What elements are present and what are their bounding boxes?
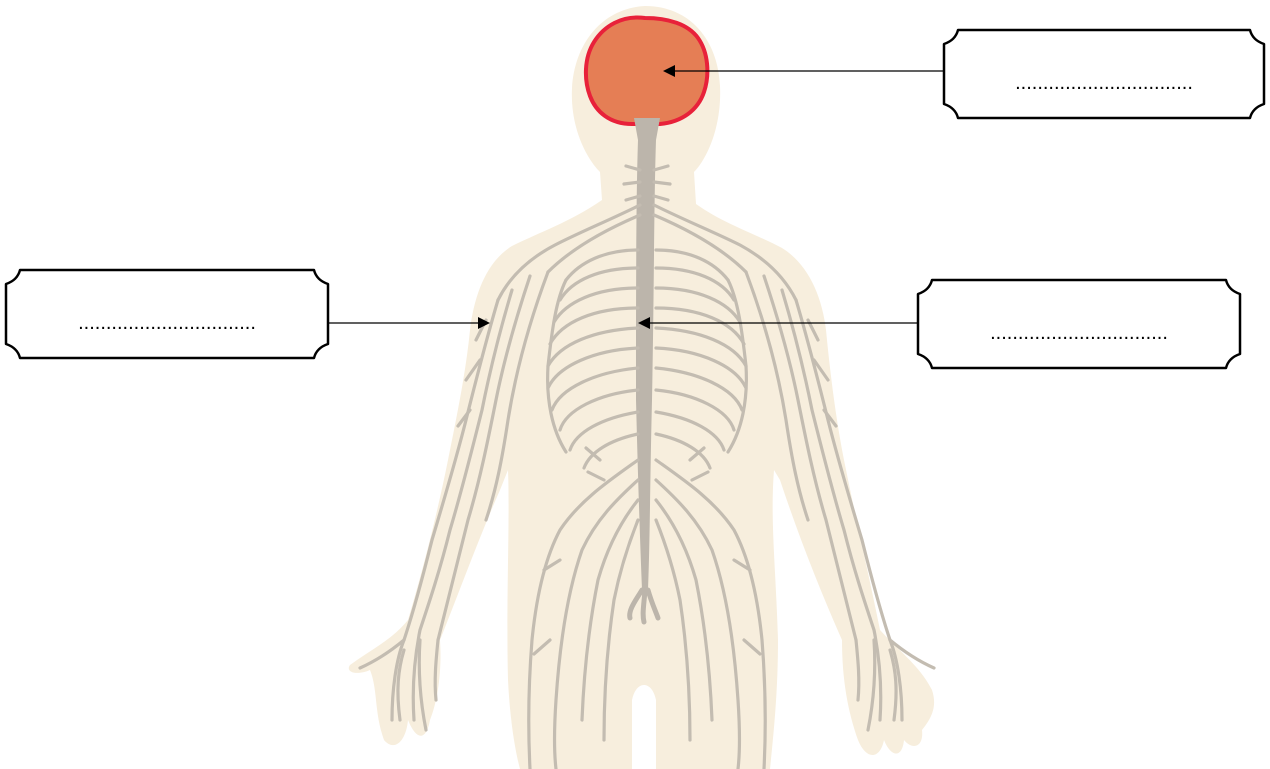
label-box-nerves[interactable]: ................................ (4, 268, 330, 360)
label-box-spinal-cord[interactable]: ................................ (916, 278, 1242, 370)
label-brain-blank[interactable]: ................................ (942, 72, 1266, 95)
label-box-brain[interactable]: ................................ (942, 28, 1266, 120)
label-spinal-cord-blank[interactable]: ................................ (916, 322, 1242, 345)
label-nerves-blank[interactable]: ................................ (4, 312, 330, 335)
